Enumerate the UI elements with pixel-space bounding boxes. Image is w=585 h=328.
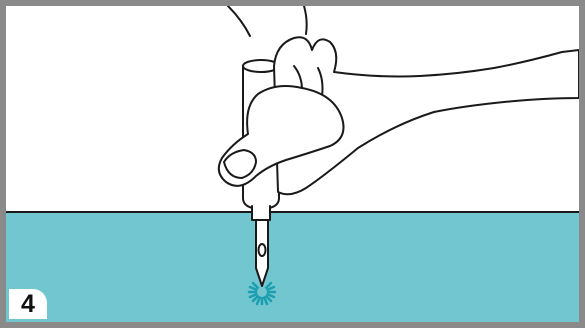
step-number: 4 (21, 290, 35, 319)
step-number-badge: 4 (9, 289, 47, 319)
hand-icon (219, 6, 579, 194)
skin-surface (6, 212, 579, 322)
injection-illustration (6, 6, 579, 322)
